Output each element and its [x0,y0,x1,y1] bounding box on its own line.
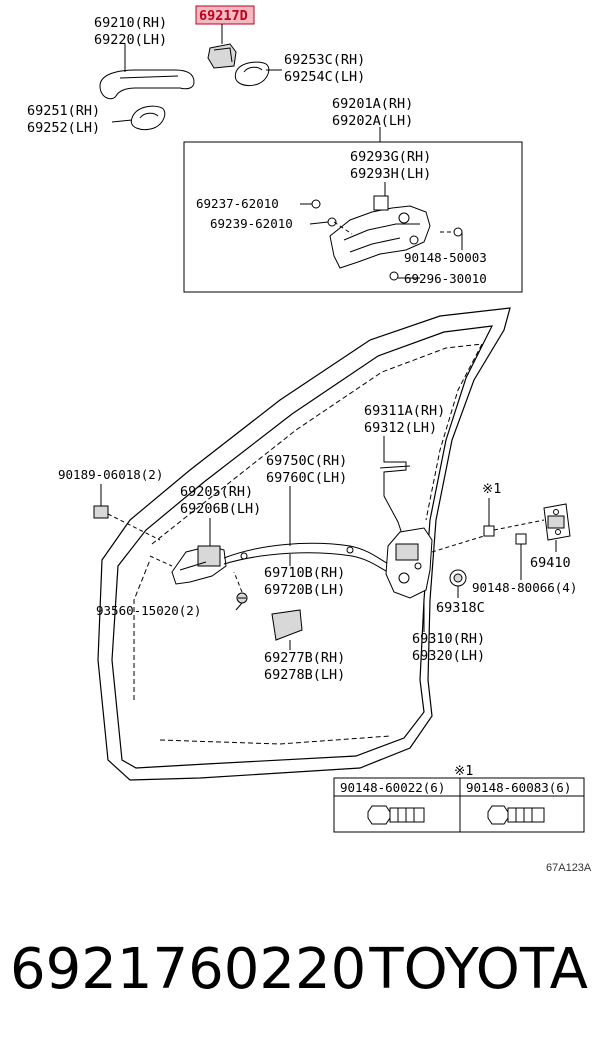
bolt-icon [367,805,425,825]
note-table-col2: 90148-60083(6) [466,780,571,795]
outside-handle-part [99,44,195,100]
label-69710b: 69710B(RH) [264,565,345,581]
label-69277b: 69277B(RH) [264,650,345,666]
label-90148-80066: 90148-80066(4) [472,580,577,595]
handle-frame-part [300,182,463,281]
handle-cap-part [207,24,237,69]
label-69278b: 69278B(LH) [264,667,345,683]
bolt-icon-2 [487,805,545,825]
cable-part [223,486,393,575]
label-69720b: 69720B(LH) [264,582,345,598]
door-outline [97,307,511,781]
label-69206b: 69206B(LH) [180,501,261,517]
note-mark-small: ※1 [482,481,501,497]
footer: 6921760220 TOYOTA [0,935,600,1025]
note-table [333,777,585,833]
label-69202a: 69202A(LH) [332,113,413,129]
screw-part [233,571,248,611]
label-69205: 69205(RH) [180,484,253,500]
label-69760c: 69760C(LH) [266,470,347,486]
label-69251: 69251(RH) [27,103,100,119]
grommet-part [449,569,467,598]
inside-handle-part [149,518,227,585]
clip-part [93,484,161,541]
note-table-col1: 90148-60022(6) [340,780,445,795]
label-90148-50003: 90148-50003 [404,250,487,265]
label-69237: 69237-62010 [196,196,279,211]
parts-diagram: 69210(RH) 69220(LH) 69217D 69253C(RH) 69… [27,5,592,874]
striker-part [431,498,571,580]
figure-ref-code: 67A123A [546,862,592,874]
rear-pad-part [111,105,166,131]
label-69201a: 69201A(RH) [332,96,413,112]
label-69410: 69410 [530,555,571,571]
label-69750c: 69750C(RH) [266,453,347,469]
label-69293g: 69293G(RH) [350,149,431,165]
label-69220: 69220(LH) [94,32,167,48]
label-69310: 69310(RH) [412,631,485,647]
label-69296: 69296-30010 [404,271,487,286]
label-69217d[interactable]: 69217D [199,8,248,24]
label-69293h: 69293H(LH) [350,166,431,182]
handle-pad-part [234,61,282,86]
note-table-mark: ※1 [454,763,473,779]
brand-name: TOYOTA [369,937,588,1002]
label-69312: 69312(LH) [364,420,437,436]
label-69239: 69239-62010 [210,216,293,231]
door-lock-part [385,527,433,632]
cover-part [271,609,303,650]
label-69311a: 69311A(RH) [364,403,445,419]
label-69254c: 69254C(LH) [284,69,365,85]
label-69320: 69320(LH) [412,648,485,664]
highlight-box-69217d [195,5,255,25]
label-69210: 69210(RH) [94,15,167,31]
label-90189: 90189-06018(2) [58,467,163,482]
lock-rod-part [379,436,411,541]
label-93560: 93560-15020(2) [96,603,201,618]
part-number: 6921760220 [10,937,367,1002]
label-69252: 69252(LH) [27,120,100,136]
label-69253c: 69253C(RH) [284,52,365,68]
label-69318c: 69318C [436,600,485,616]
frame-box [183,141,523,293]
